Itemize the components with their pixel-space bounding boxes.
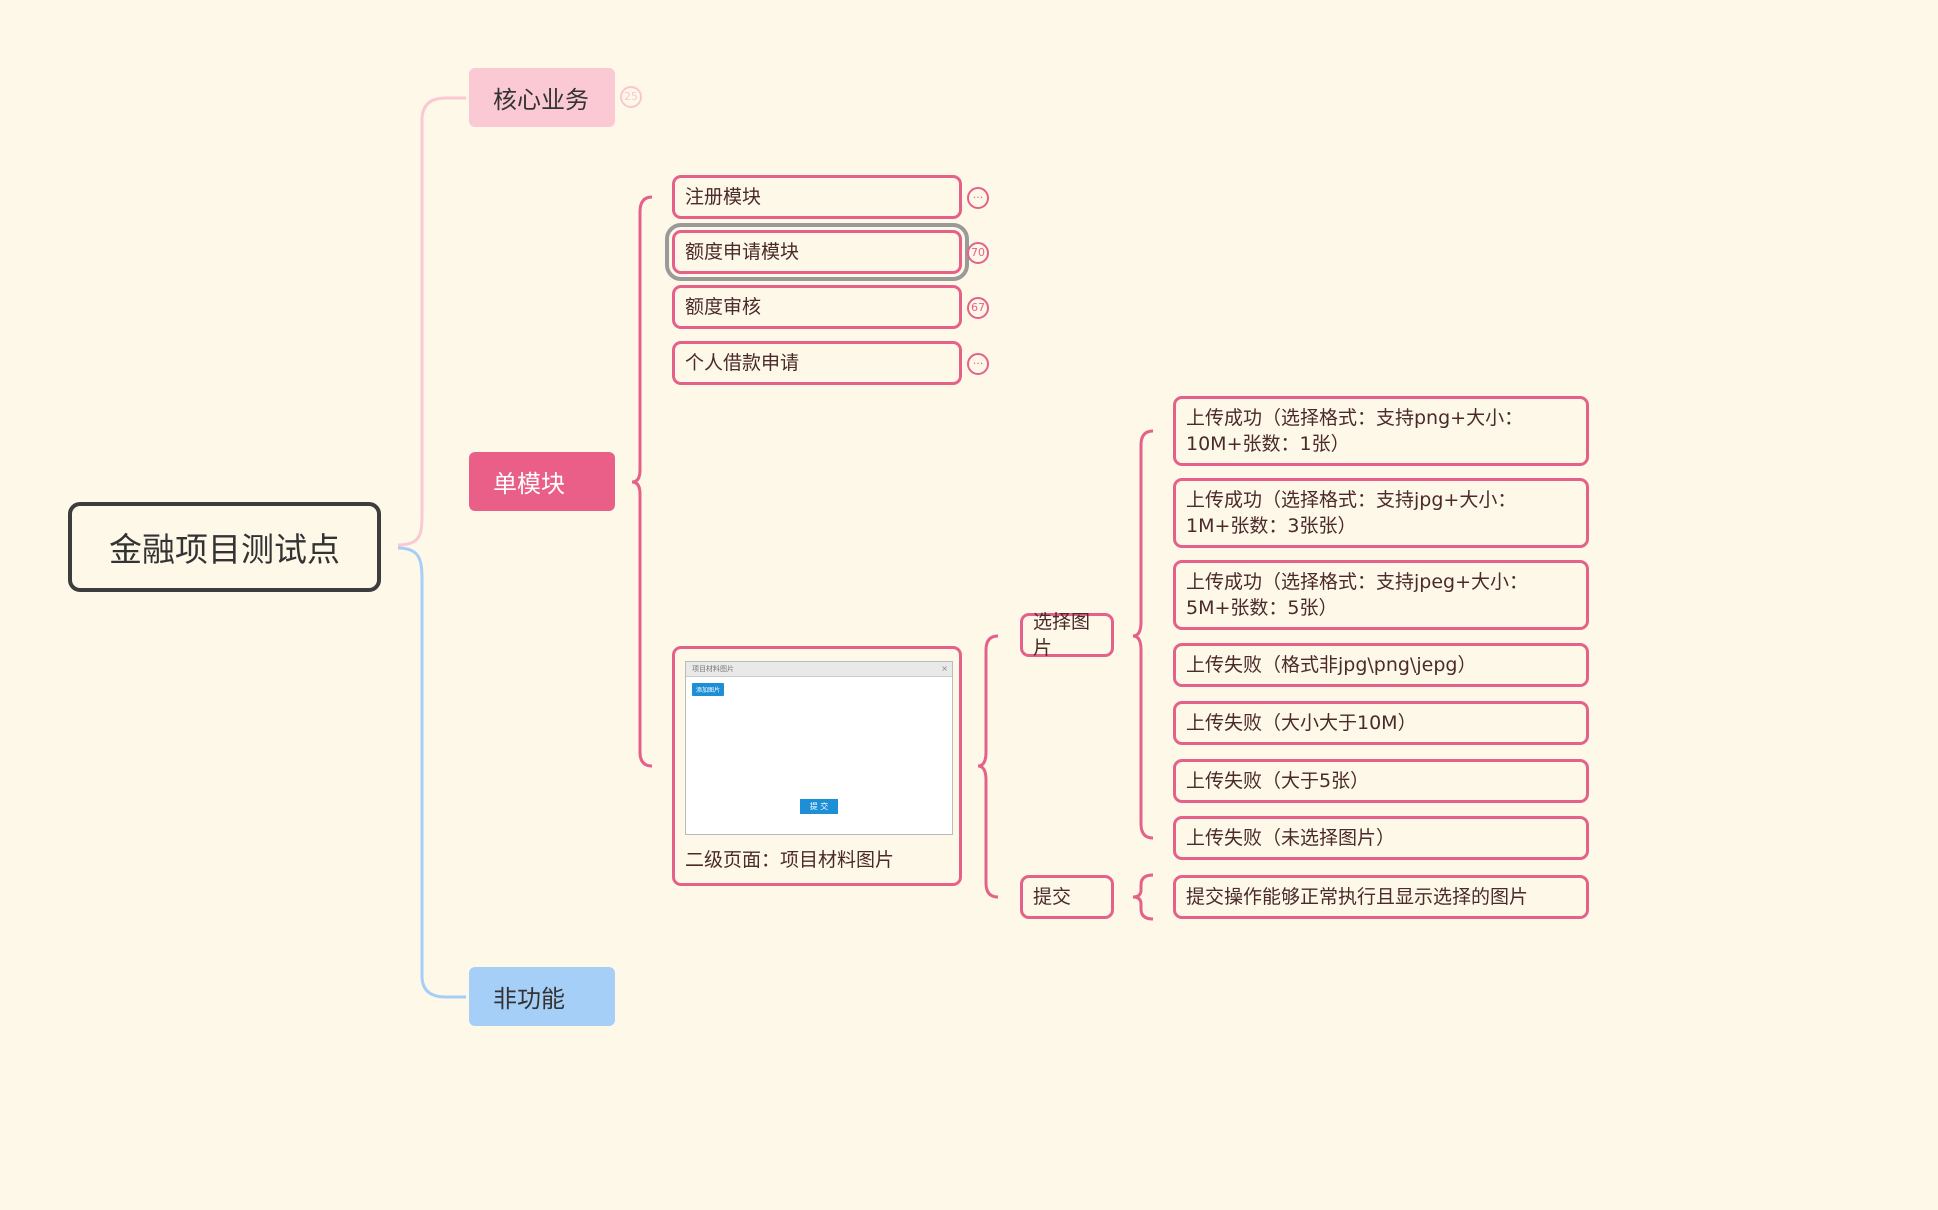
case-label: 提交操作能够正常执行且显示选择的图片 [1186,886,1529,908]
branch-label: 核心业务 [493,86,589,114]
action-select-image[interactable]: 选择图片 [1020,611,1114,659]
case-label: 上传失败（大小大于10M） [1186,712,1417,734]
count-badge[interactable]: 67 [967,297,989,319]
action-submit[interactable]: 提交 [1020,875,1114,919]
collapse-badge[interactable]: ··· [967,187,989,209]
branch-label: 单模块 [493,470,565,498]
case-upload-success-jpg[interactable]: 上传成功（选择格式：支持jpg+大小：1M+张数：3张张） [1173,478,1589,548]
case-label: 上传成功（选择格式：支持png+大小：10M+张数：1张） [1186,407,1524,455]
case-submit-display[interactable]: 提交操作能够正常执行且显示选择的图片 [1173,875,1589,919]
branch-non-functional[interactable]: 非功能 [469,967,615,1026]
count-badge[interactable]: 70 [967,242,989,264]
root-label: 金融项目测试点 [109,530,340,569]
module-label: 个人借款申请 [685,352,800,374]
action-label: 选择图片 [1033,611,1091,659]
case-label: 上传失败（未选择图片） [1186,827,1396,849]
case-upload-fail-size[interactable]: 上传失败（大小大于10M） [1173,701,1589,745]
case-upload-fail-none[interactable]: 上传失败（未选择图片） [1173,816,1589,860]
page-screenshot-thumbnail: 项目材料图片 × 添加图片 提 交 [685,661,953,835]
branch-core-business[interactable]: 核心业务 [469,68,615,127]
brace-submit [1132,873,1154,921]
case-label: 上传失败（格式非jpg\png\jepg） [1186,654,1477,676]
thumb-submit-button: 提 交 [800,799,838,814]
brace-single [631,195,653,768]
thumb-add-image-button: 添加图片 [692,683,725,696]
connector-core [397,96,466,547]
case-upload-success-png[interactable]: 上传成功（选择格式：支持png+大小：10M+张数：1张） [1173,396,1589,466]
case-upload-fail-format[interactable]: 上传失败（格式非jpg\png\jepg） [1173,643,1589,687]
module-register[interactable]: 注册模块 [672,175,962,219]
module-credit-apply[interactable]: 额度申请模块 [665,223,969,281]
branch-single-module[interactable]: 单模块 [469,452,615,511]
module-credit-review[interactable]: 额度审核 [672,285,962,329]
module-label: 额度申请模块 [685,241,800,263]
case-label: 上传成功（选择格式：支持jpg+大小：1M+张数：3张张） [1186,489,1517,537]
module-personal-loan[interactable]: 个人借款申请 [672,341,962,385]
case-label: 上传失败（大于5张） [1186,770,1370,792]
thumb-title: 项目材料图片 [692,665,734,673]
collapse-badge[interactable]: ··· [967,353,989,375]
case-upload-success-jpeg[interactable]: 上传成功（选择格式：支持jpeg+大小：5M+张数：5张） [1173,560,1589,630]
image-node-secondary-page[interactable]: 项目材料图片 × 添加图片 提 交 二级页面：项目材料图片 [672,646,962,886]
brace-image [977,634,999,899]
count-badge[interactable]: 25 [620,86,642,108]
brace-select [1132,429,1154,840]
connector-nonfunc [397,546,466,999]
root-topic[interactable]: 金融项目测试点 [68,502,381,592]
case-label: 上传成功（选择格式：支持jpeg+大小：5M+张数：5张） [1186,571,1529,619]
thumb-title-bar: 项目材料图片 × [686,662,952,677]
branch-label: 非功能 [493,985,565,1013]
close-icon: × [941,664,948,673]
module-label: 注册模块 [685,186,762,208]
image-node-caption: 二级页面：项目材料图片 [685,849,895,871]
action-label: 提交 [1033,886,1072,908]
case-upload-fail-count[interactable]: 上传失败（大于5张） [1173,759,1589,803]
module-label: 额度审核 [685,296,762,318]
